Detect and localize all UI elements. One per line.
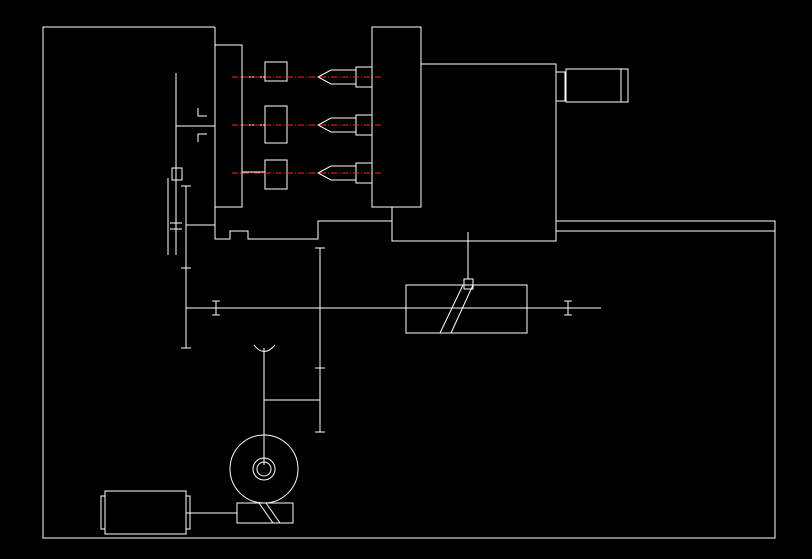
spindle-box [214,27,392,240]
hydraulic-cylinder [555,68,629,103]
outer-frame [42,26,776,539]
gear-shaft [253,247,325,465]
drill-head-box [371,26,557,242]
horizontal-shaft [186,300,601,316]
worm-shaft [186,502,294,524]
cam-drum [405,232,528,334]
electric-motor [100,490,191,535]
spindle-centerlines [232,76,383,174]
vertical-shaft [167,73,215,349]
